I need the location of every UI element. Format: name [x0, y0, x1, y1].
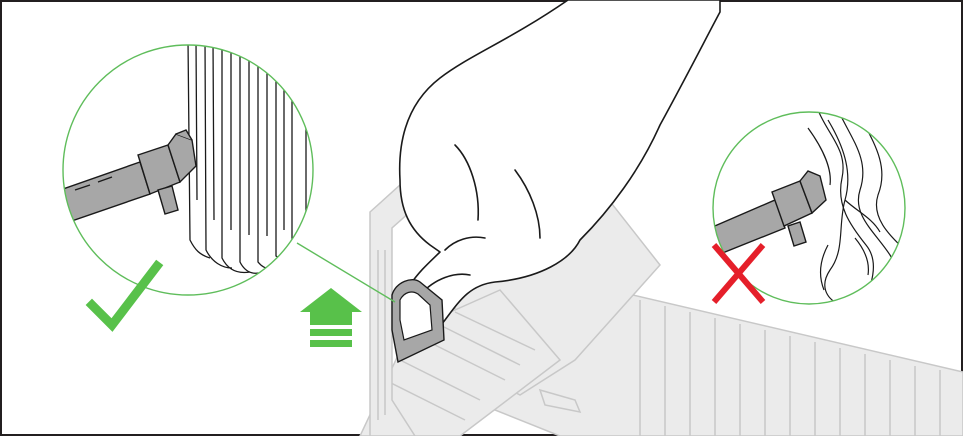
instruction-illustration — [0, 0, 963, 436]
illustration-canvas — [0, 0, 963, 436]
